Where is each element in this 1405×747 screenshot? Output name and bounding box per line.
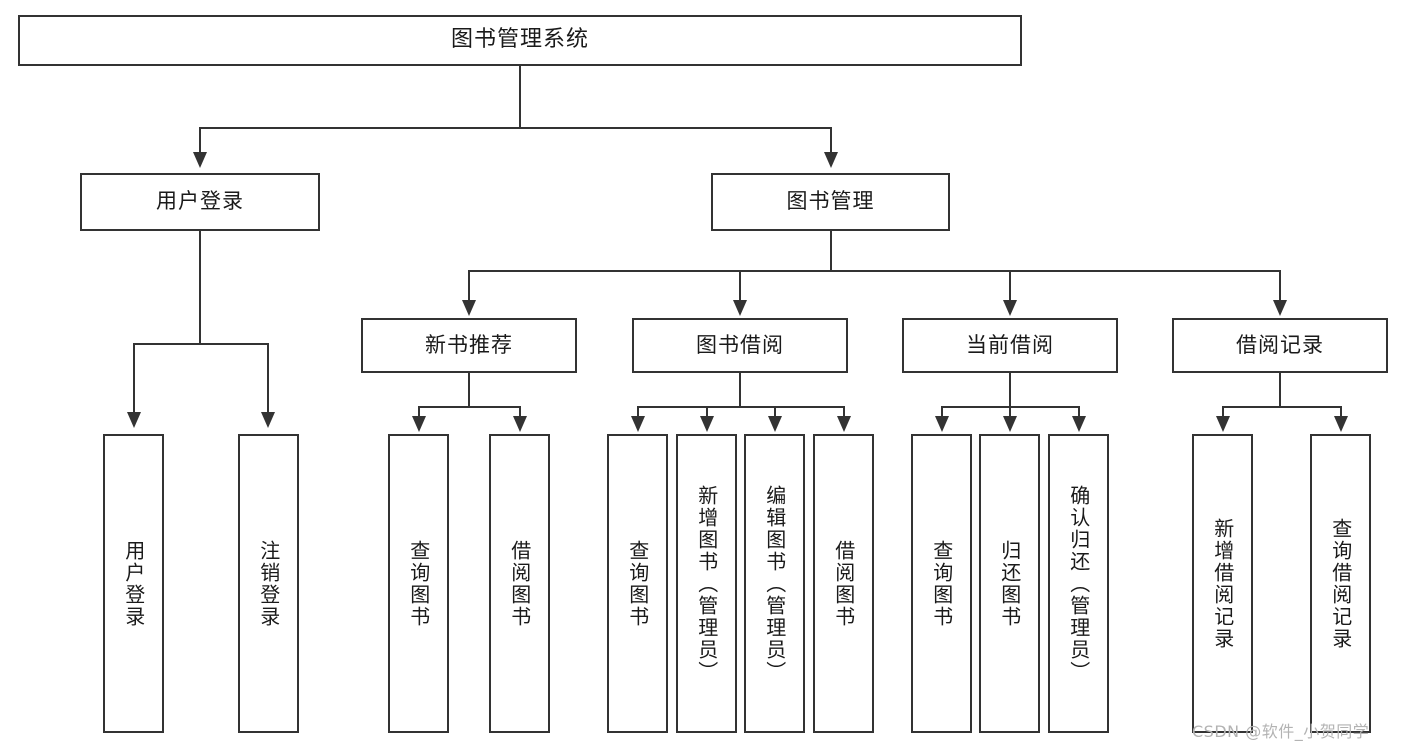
connector-book-borrow-leaf-2 [774, 406, 776, 419]
node-label: 新书推荐 [425, 332, 513, 357]
node-current-borrow[interactable]: 当前借阅 [902, 318, 1118, 373]
arrowhead-book-borrow-leaf-3 [837, 416, 851, 432]
connector-current-borrow-leaf-2 [1078, 406, 1080, 419]
leaf-label: 新增图书（管理员） [694, 484, 719, 683]
leaf-label: 借阅图书 [507, 539, 532, 628]
leaf-book-borrow-add[interactable]: 新增图书（管理员） [676, 434, 737, 733]
connector-borrow-record-leaf-1 [1340, 406, 1342, 419]
connector-current-borrow-stem [1009, 373, 1011, 407]
node-label: 图书管理系统 [450, 27, 589, 53]
node-user-login[interactable]: 用户登录 [80, 173, 320, 231]
arrowhead-user-login-leaf-0 [127, 412, 141, 428]
connector-new-book-stem [468, 373, 470, 407]
arrowhead-borrow-record-leaf-1 [1334, 416, 1348, 432]
leaf-label: 确认归还（管理员） [1066, 484, 1091, 683]
arrowhead-root-to-user-login [193, 152, 207, 168]
node-label: 借阅记录 [1236, 332, 1324, 357]
node-new-book-recommend[interactable]: 新书推荐 [361, 318, 577, 373]
leaf-book-borrow-query[interactable]: 查询图书 [607, 434, 668, 733]
connector-root-to-book-mgmt [830, 127, 832, 155]
connector-current-borrow-leaf-0 [941, 406, 943, 419]
connector-book-borrow-leaf-3 [843, 406, 845, 419]
connector-to-current-borrow [1009, 270, 1011, 303]
connector-new-book-leaf-0 [418, 406, 420, 419]
leaf-current-borrow-confirm[interactable]: 确认归还（管理员） [1048, 434, 1109, 733]
arrowhead-to-new-book [462, 300, 476, 316]
arrowhead-to-borrow-record [1273, 300, 1287, 316]
connector-book-borrow-leaf-1 [706, 406, 708, 419]
leaf-current-borrow-query[interactable]: 查询图书 [911, 434, 972, 733]
leaf-label: 用户登录 [121, 539, 146, 628]
connector-user-login-to-leaf-1 [267, 343, 269, 415]
arrowhead-to-book-borrow [733, 300, 747, 316]
arrowhead-root-to-book-mgmt [824, 152, 838, 168]
leaf-label: 查询借阅记录 [1328, 517, 1353, 650]
arrowhead-current-borrow-leaf-2 [1072, 416, 1086, 432]
arrowhead-user-login-leaf-1 [261, 412, 275, 428]
leaf-label: 归还图书 [997, 539, 1022, 628]
connector-to-new-book [468, 270, 470, 303]
connector-user-login-bus [133, 343, 268, 345]
arrowhead-new-book-leaf-1 [513, 416, 527, 432]
arrowhead-book-borrow-leaf-0 [631, 416, 645, 432]
connector-book-borrow-stem [739, 373, 741, 407]
leaf-label: 借阅图书 [831, 539, 856, 628]
arrowhead-current-borrow-leaf-1 [1003, 416, 1017, 432]
connector-new-book-bus [418, 406, 520, 408]
connector-new-book-leaf-1 [519, 406, 521, 419]
node-label: 图书借阅 [696, 332, 784, 357]
leaf-label: 编辑图书（管理员） [762, 484, 787, 683]
connector-root-bus [199, 127, 832, 129]
leaf-new-book-query[interactable]: 查询图书 [388, 434, 449, 733]
leaf-borrow-record-query[interactable]: 查询借阅记录 [1310, 434, 1371, 733]
leaf-user-login-login[interactable]: 用户登录 [103, 434, 164, 733]
leaf-label: 新增借阅记录 [1210, 517, 1235, 650]
connector-level3-bus [468, 270, 1280, 272]
node-root-system[interactable]: 图书管理系统 [18, 15, 1022, 66]
connector-to-book-borrow [739, 270, 741, 303]
connector-borrow-record-leaf-0 [1222, 406, 1224, 419]
leaf-book-borrow-edit[interactable]: 编辑图书（管理员） [744, 434, 805, 733]
csdn-watermark: CSDN @软件_小贺同学 [1192, 722, 1370, 741]
leaf-label: 查询图书 [406, 539, 431, 628]
connector-book-borrow-bus [637, 406, 844, 408]
leaf-label: 查询图书 [625, 539, 650, 628]
arrowhead-current-borrow-leaf-0 [935, 416, 949, 432]
connector-user-login-to-leaf-0 [133, 343, 135, 415]
arrowhead-new-book-leaf-0 [412, 416, 426, 432]
leaf-current-borrow-return[interactable]: 归还图书 [979, 434, 1040, 733]
connector-root-to-user-login [199, 127, 201, 155]
connector-root-stem [519, 66, 521, 128]
leaf-borrow-record-add[interactable]: 新增借阅记录 [1192, 434, 1253, 733]
connector-to-borrow-record [1279, 270, 1281, 303]
arrowhead-borrow-record-leaf-0 [1216, 416, 1230, 432]
leaf-book-borrow-borrow[interactable]: 借阅图书 [813, 434, 874, 733]
arrowhead-book-borrow-leaf-2 [768, 416, 782, 432]
connector-book-borrow-leaf-0 [637, 406, 639, 419]
node-label: 用户登录 [156, 189, 244, 214]
leaf-new-book-borrow[interactable]: 借阅图书 [489, 434, 550, 733]
connector-borrow-record-stem [1279, 373, 1281, 407]
leaf-label: 查询图书 [929, 539, 954, 628]
node-borrow-record[interactable]: 借阅记录 [1172, 318, 1388, 373]
arrowhead-book-borrow-leaf-1 [700, 416, 714, 432]
node-book-borrow[interactable]: 图书借阅 [632, 318, 848, 373]
connector-current-borrow-leaf-1 [1009, 406, 1011, 419]
connector-user-login-stem [199, 231, 201, 344]
node-label: 图书管理 [786, 189, 875, 214]
connector-book-mgmt-stem [830, 231, 832, 271]
connector-borrow-record-bus [1222, 406, 1340, 408]
arrowhead-to-current-borrow [1003, 300, 1017, 316]
node-book-management[interactable]: 图书管理 [711, 173, 950, 231]
node-label: 当前借阅 [966, 332, 1054, 357]
leaf-user-login-logout[interactable]: 注销登录 [238, 434, 299, 733]
leaf-label: 注销登录 [256, 539, 281, 628]
